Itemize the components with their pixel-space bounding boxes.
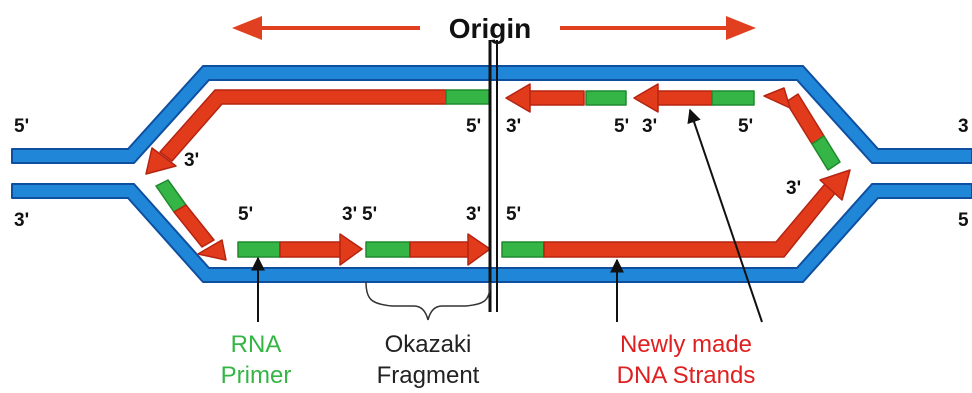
rna-primer-top-2 [711,90,755,106]
caption-okazaki-line1: Okazaki [385,331,472,358]
rna-primer-right-corner [811,135,841,171]
label-3-top-mid: 3' [642,116,657,137]
new-dna-top-2 [655,90,713,106]
bottom-template-strand [11,183,972,283]
label-3-bottom-mid: 3' [342,204,357,225]
new-dna-top-left-arrowhead [145,147,177,175]
label-5-bottom-left: 5' [238,204,253,225]
caption-rna-primer-line2: Primer [221,362,292,389]
new-dna-top-left [159,89,447,162]
label-3-bottom-origin: 3' [466,204,481,225]
lagging-left-corner [155,179,227,261]
new-dna-top-1-arrowhead [505,83,531,113]
origin-line [488,40,498,312]
label-5-top-origin-left: 5' [466,116,481,137]
origin-arrow-right-head [726,16,756,40]
new-dna-bottom-1-arrowhead [339,233,363,266]
origin-arrow [232,16,756,40]
label-3-top-origin-right: 3' [506,116,521,137]
label-3-top-left-corner: 3' [184,150,199,171]
rna-primer-top-1 [585,90,627,106]
caption-newly-made-line1: Newly made [620,331,752,358]
rna-primer-bottom-origin [501,241,545,258]
okazaki-bracket [365,281,491,321]
new-dna-left-corner-arrowhead [197,239,227,261]
end-label-right-top: 3 [958,116,969,137]
new-dna-bottom-2-arrowhead [467,233,491,266]
label-5-top-right: 5' [738,116,753,137]
end-label-left-bottom: 3' [14,210,29,231]
bottom-okazaki-fragments [237,169,851,266]
end-label-left-top: 5' [14,116,29,137]
new-dna-left-corner [173,204,215,248]
label-5-top-mid: 5' [614,116,629,137]
origin-label: Origin [449,13,531,44]
caption-newly-made-line2: DNA Strands [617,362,756,389]
label-5-bottom-mid: 5' [362,204,377,225]
new-dna-top-2-arrowhead [633,83,659,113]
label-3-right-corner: 3' [786,178,801,199]
new-dna-bottom-right-arrowhead [819,169,851,201]
new-dna-bottom-2 [409,241,471,258]
label-5-bottom-origin-right: 5' [506,204,521,225]
rna-primer-top-origin [445,89,491,105]
rna-primer-bottom-2 [365,241,411,258]
end-label-right-bottom: 5 [958,210,969,231]
new-dna-top-1 [527,90,585,106]
pointer-newly-made-top [687,108,763,323]
new-dna-bottom-1 [279,241,343,258]
origin-arrow-left-head [232,16,262,40]
caption-rna-primer-line1: RNA [231,331,282,358]
caption-pointers [251,108,763,323]
top-template-strand [11,65,972,164]
new-dna-top-right-arrowhead [763,87,791,109]
parental-dna-strands [11,65,972,283]
top-okazaki-fragments [505,83,841,171]
rna-primer-bottom-1 [237,241,281,258]
caption-okazaki-line2: Fragment [377,362,480,389]
